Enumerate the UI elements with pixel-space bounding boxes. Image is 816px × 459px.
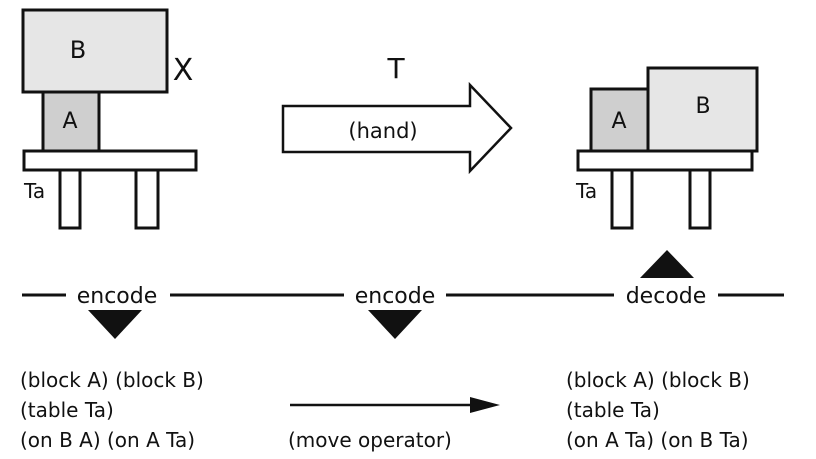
table-goal-label: Ta [575,179,597,203]
goal-table-top [576,149,754,172]
goal-state: A B Ta [575,66,759,230]
block-a-goal [589,87,650,153]
initial-state: B A Ta X [21,8,198,230]
goal-predicate-line-3: (on A Ta) (on B Ta) [566,428,749,452]
encode-label-left: encode [77,284,158,309]
operator-arrow [290,397,500,413]
block-a-initial [41,90,101,153]
encode-down-triangle-icon-left [88,310,142,339]
block-b-initial [21,8,169,94]
decode-label: decode [626,284,707,309]
transition-arrow: T (hand) [281,52,513,175]
block-b-goal-label: B [695,94,710,119]
block-a-initial-label: A [62,109,77,134]
initial-table-top [22,149,198,172]
initial-predicate-line-3: (on B A) (on A Ta) [20,428,196,452]
hollow-arrow-icon [281,81,513,175]
encode-down-triangle-icon-middle [368,310,422,339]
operator-arrow-head-icon [470,397,500,413]
operator-label: (move operator) [288,428,452,452]
initial-state-mark: X [173,53,194,88]
process-line: encode encode decode [22,250,784,339]
block-b-goal [646,66,759,153]
block-b-initial-label: B [70,36,86,64]
goal-predicate-line-2: (table Ta) [566,398,660,422]
goal-predicate-line-1: (block A) (block B) [566,368,750,392]
goal-table-legs [610,170,712,230]
initial-predicate-line-1: (block A) (block B) [20,368,204,392]
transition-arrow-text: (hand) [348,119,417,143]
decode-up-triangle-icon [640,250,694,278]
transition-label: T [386,52,405,85]
initial-table-legs [58,170,160,230]
block-a-goal-label: A [611,109,626,134]
encode-label-middle: encode [355,284,436,309]
table-initial-label: Ta [23,179,45,203]
initial-predicate-line-2: (table Ta) [20,398,114,422]
